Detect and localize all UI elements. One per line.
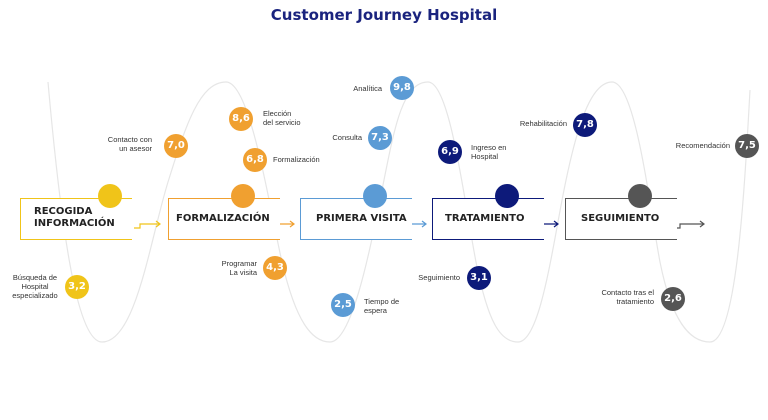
touchpoint-label: Programar La visita (221, 259, 257, 277)
stage-seguimiento-box (565, 198, 677, 240)
touchpoint-label: Consulta (332, 133, 362, 142)
touchpoint-label: Analítica (353, 84, 382, 93)
score-bubble: 7,0 (164, 134, 188, 158)
touchpoint-label: Contacto tras el tratamiento (601, 288, 654, 306)
score-bubble: 2,6 (661, 287, 685, 311)
touchpoint-label: Tiempo de espera (364, 297, 400, 315)
stage-seguimiento-dot (628, 184, 652, 208)
stage-formalizacion-label: FORMALIZACIÓN (176, 213, 270, 224)
score-bubble: 7,8 (573, 113, 597, 137)
stage-primera-visita-label: PRIMERA VISITA (316, 213, 407, 224)
touchpoint-label: Recomendación (675, 141, 730, 150)
stage-tratamiento-dot (495, 184, 519, 208)
touchpoint-label: Seguimiento (418, 273, 460, 282)
stage-primera-visita-dot (363, 184, 387, 208)
stage-tratamiento-box (432, 198, 544, 240)
score-bubble: 6,8 (243, 148, 267, 172)
score-bubble: 8,6 (229, 107, 253, 131)
score-bubble: 3,1 (467, 266, 491, 290)
touchpoint-label: Ingreso en Hospital (471, 143, 507, 161)
stage-tratamiento-label: TRATAMIENTO (445, 213, 525, 224)
score-bubble: 7,5 (735, 134, 759, 158)
score-bubble: 4,3 (263, 256, 287, 280)
score-bubble: 2,5 (331, 293, 355, 317)
stage-seguimiento-label: SEGUIMIENTO (581, 213, 660, 224)
score-bubble: 6,9 (438, 140, 462, 164)
stage-recogida-label: RECOGIDA INFORMACIÓN (34, 206, 115, 229)
touchpoint-label: Formalización (273, 155, 320, 164)
touchpoint-label: Elección del servicio (263, 109, 301, 127)
arrow-recogida (134, 220, 161, 229)
stage-formalizacion-dot (231, 184, 255, 208)
arrow-seguimiento (675, 220, 705, 240)
touchpoint-label: Contacto con un asesor (107, 135, 152, 153)
touchpoint-label: Búsqueda de Hospital especializado (12, 273, 58, 300)
page-title: Customer Journey Hospital (270, 6, 498, 24)
touchpoint-label: Rehabilitación (519, 119, 567, 128)
score-bubble: 3,2 (65, 275, 89, 299)
stage-formalizacion-box (168, 198, 280, 240)
stage-recogida-dot (98, 184, 122, 208)
score-bubble: 7,3 (368, 126, 392, 150)
score-bubble: 9,8 (390, 76, 414, 100)
stage-primera-visita-box (300, 198, 412, 240)
